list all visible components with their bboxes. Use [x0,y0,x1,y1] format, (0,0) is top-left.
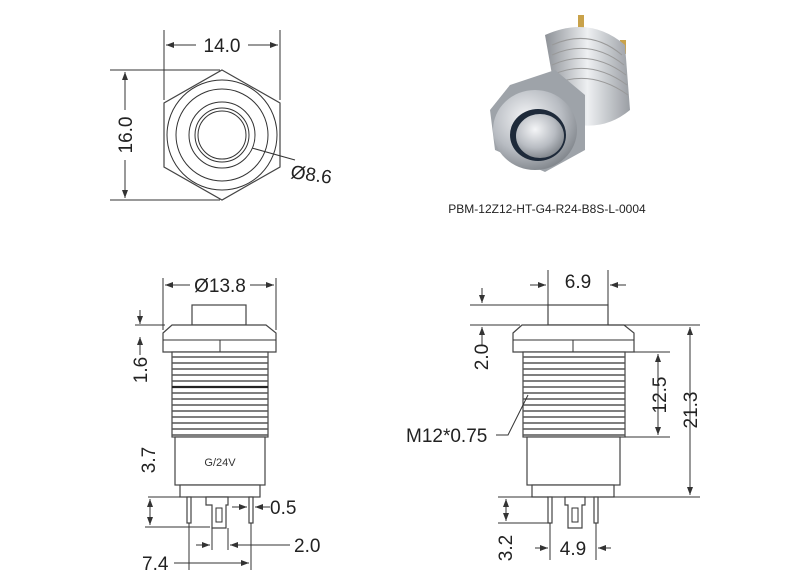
tab-width-label: 2.0 [294,536,320,557]
button-width-label: 6.9 [565,272,591,293]
front-diameter-label: Ø13.8 [194,276,246,297]
body-marking: G/24V [204,457,236,469]
front-view: G/24V Ø13.8 1.6 3.7 0.5 2.0 7.4 [131,276,320,575]
front-body-label: 3.7 [139,447,160,473]
total-length-label: 21.3 [681,392,702,429]
top-diameter-label: Ø8.6 [289,162,333,189]
thread-spec-label: M12*0.75 [406,426,487,447]
side-pin-spacing-label: 4.9 [560,539,586,560]
pin-spacing-label: 7.4 [142,554,169,575]
part-number: PBM-12Z12-HT-G4-R24-B8S-L-0004 [448,202,646,216]
front-flange-label: 1.6 [131,357,152,383]
side-view: 6.9 2.0 12.5 21.3 M12*0.75 3.2 4.9 [406,270,702,561]
top-view: 14.0 16.0 Ø8.6 [110,30,333,201]
product-photo: PBM-12Z12-HT-G4-R24-B8S-L-0004 [448,15,646,216]
top-height-label: 16.0 [116,117,137,154]
pin-width-label: 0.5 [270,498,296,519]
thread-length-label: 12.5 [650,377,671,414]
top-width-label: 14.0 [204,36,241,57]
side-flange-label: 2.0 [472,344,493,370]
thread-lines [523,356,625,436]
pin-length-label: 3.2 [496,535,517,561]
thread-lines [172,356,268,436]
